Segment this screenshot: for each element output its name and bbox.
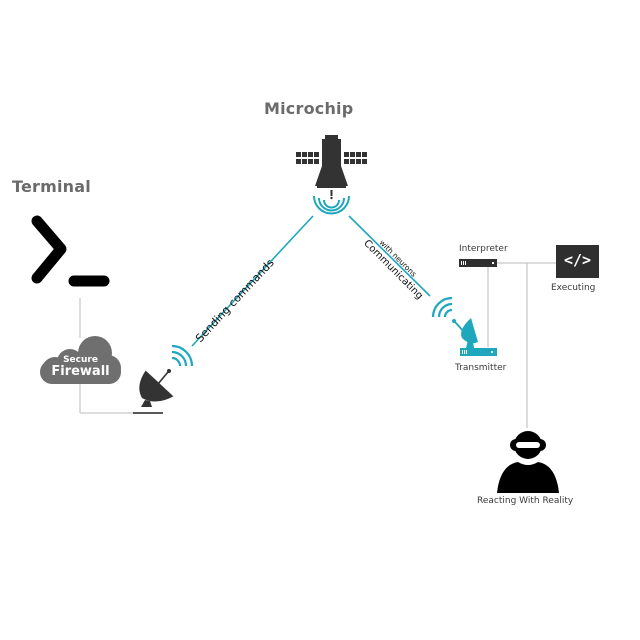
terminal-prompt-icon [31,215,110,287]
firewall-label-line1: Secure [63,355,98,365]
server-rack-icon [459,259,497,267]
connectors [79,262,556,428]
satellite-dish-icon [133,369,175,414]
interpreter-label: Interpreter [459,244,508,254]
cloud-icon [40,336,121,384]
firewall-label-line2: Firewall [51,364,110,379]
reality-label: Reacting With Reality [477,496,574,506]
signal-waves-icon [171,344,194,367]
transmitter-signal-icon [431,296,453,318]
executing-label: Executing [551,283,596,293]
uplink-line [191,215,314,347]
satellite-signal-icon [313,195,350,215]
code-brackets-icon [556,245,599,278]
microchip-title: Microchip [264,99,354,118]
vr-headset-user-icon [497,431,559,493]
terminal-title: Terminal [12,177,91,196]
satellite-icon [296,135,367,200]
code-glyph: </> [563,251,592,269]
transmitter-dish-icon [452,318,497,356]
downlink-line [348,215,431,297]
transmitter-label: Transmitter [455,363,507,373]
